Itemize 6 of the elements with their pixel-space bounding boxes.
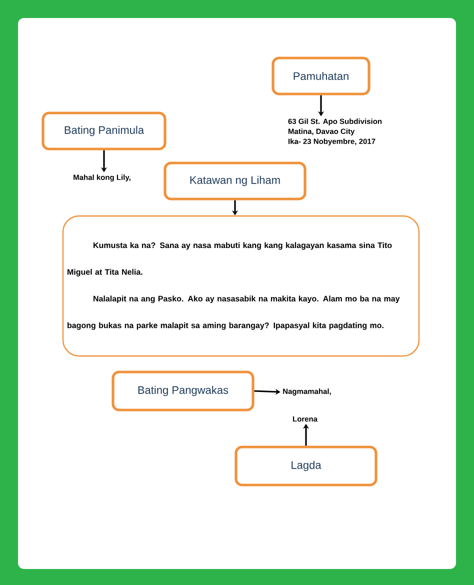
- label-box: Pamuhatan: [272, 56, 370, 96]
- label-box: Bating Pangwakas: [112, 370, 254, 412]
- letter-body-box: Kumusta ka na? Sana ay nasa mabuti kang kang kalagayan kasama sina Tito Miguel at Tita Nelia. Nalalapit na ang Pasko. Ako ay nasasabik na makita kayo. Alam mo ba na may bagong bukas na parke malapit sa aming barangay? Ipapasyal kita pagdating mo.: [62, 215, 420, 357]
- label-box: Lagda: [234, 446, 378, 486]
- label-box: Bating Panimula: [42, 112, 166, 150]
- label-box: Katawan ng Liham: [164, 162, 306, 200]
